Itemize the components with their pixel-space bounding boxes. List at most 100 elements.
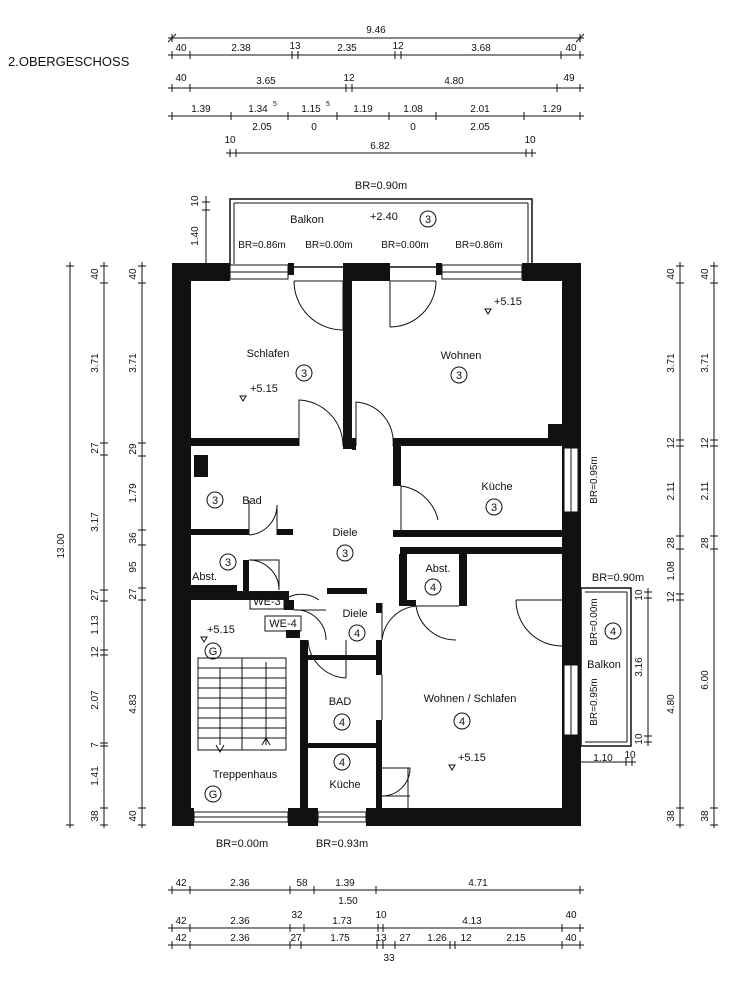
dim-b3-3: 1.75 bbox=[330, 933, 350, 944]
dim-r4t-1: 1.34 bbox=[248, 104, 268, 115]
dim-r2-2: 13 bbox=[289, 41, 301, 52]
kueche3-name: Küche bbox=[481, 481, 512, 493]
dim-b2-1: 2.36 bbox=[230, 916, 250, 927]
balkon-top-name: Balkon bbox=[290, 214, 324, 226]
kueche4-name: Küche bbox=[329, 779, 360, 791]
dim-ro-6: 38 bbox=[700, 810, 711, 822]
dim-ri-6: 12 bbox=[666, 591, 677, 603]
we4-label: WE-4 bbox=[269, 618, 297, 630]
dim-b2-6: 40 bbox=[565, 910, 577, 921]
dim-r3-1: 3.65 bbox=[256, 76, 276, 87]
br-086-right: BR=0.86m bbox=[455, 240, 503, 251]
abst4-name: Abst. bbox=[425, 563, 450, 575]
dim-ro-5: 6.00 bbox=[700, 670, 711, 690]
wohnen-level: +5.15 bbox=[494, 296, 522, 308]
dim-ri-1: 3.71 bbox=[666, 353, 677, 373]
bad-name: Bad bbox=[242, 495, 262, 507]
dim-b3b-0: 33 bbox=[383, 953, 395, 964]
dim-ri-7: 4.80 bbox=[666, 694, 677, 714]
dim-r4t-5: 2.01 bbox=[470, 104, 490, 115]
abst3-unit: 3 bbox=[225, 557, 231, 569]
dim-ri-5: 1.08 bbox=[666, 561, 677, 581]
dim-li-2: 29 bbox=[128, 443, 139, 455]
dim-li-4: 36 bbox=[128, 532, 139, 544]
dim-r5-2: 10 bbox=[524, 135, 536, 146]
dim-ri-2: 12 bbox=[666, 437, 677, 449]
dim-lo-5: 1.13 bbox=[90, 615, 101, 635]
bad4-name: BAD bbox=[329, 696, 352, 708]
wohnen-unit: 3 bbox=[456, 370, 462, 382]
dim-ro-3: 2.11 bbox=[700, 481, 711, 500]
schlafen-level: +5.15 bbox=[250, 383, 278, 395]
dim-b1b-0: 1.50 bbox=[338, 896, 358, 907]
room-labels: Schlafen 3 +5.15 Wohnen 3 +5.15 3 Bad Kü… bbox=[192, 296, 522, 850]
dim-lo-6: 12 bbox=[90, 646, 101, 658]
dim-lo-2: 27 bbox=[90, 442, 101, 454]
br-bottom-left: BR=0.00m bbox=[216, 838, 268, 850]
dim-ri-4: 28 bbox=[666, 537, 677, 549]
dim-b3-7: 12 bbox=[460, 933, 472, 944]
dim-lo-1: 3.71 bbox=[90, 353, 101, 373]
br-bottom-mid: BR=0.93m bbox=[316, 838, 368, 850]
bottom-dimensions: 42 2.36 58 1.39 4.71 1.50 42 2.36 32 1.7… bbox=[168, 878, 584, 964]
dim-b3-5: 27 bbox=[399, 933, 411, 944]
diele3-name: Diele bbox=[332, 527, 357, 539]
dim-r2-5: 3.68 bbox=[471, 43, 491, 54]
dim-lo-10: 38 bbox=[90, 810, 101, 822]
dim-b3-1: 2.36 bbox=[230, 933, 250, 944]
dim-rb-1: 3.16 bbox=[634, 657, 645, 677]
balkon-top-unit: 3 bbox=[425, 214, 431, 226]
dim-r4b-3: 2.05 bbox=[470, 122, 490, 133]
dim-rbb-0: 1.10 bbox=[593, 753, 613, 764]
staircase bbox=[197, 657, 287, 754]
dim-lo-4: 27 bbox=[90, 589, 101, 601]
dim-b2-3: 1.73 bbox=[332, 916, 352, 927]
dim-r4b-2: 0 bbox=[410, 122, 416, 133]
dim-b2-0: 42 bbox=[175, 916, 187, 927]
dim-r3-0: 40 bbox=[175, 73, 187, 84]
we3-label: WE-3 bbox=[253, 596, 281, 608]
dim-balkon-1: 1.40 bbox=[190, 226, 201, 246]
wohnen-name: Wohnen bbox=[441, 350, 482, 362]
dim-rb-0: 10 bbox=[634, 589, 645, 601]
balkon4-unit: 4 bbox=[610, 626, 616, 638]
kueche4-unit: 4 bbox=[339, 757, 345, 769]
diele3-unit: 3 bbox=[342, 548, 348, 560]
dim-ro-1: 3.71 bbox=[700, 353, 711, 373]
dim-li-3: 1.79 bbox=[128, 483, 139, 503]
dim-b3-8: 2.15 bbox=[506, 933, 526, 944]
dim-r4b-1: 0 bbox=[311, 122, 317, 133]
right-dimensions: 40 3.71 12 2.11 28 1.08 12 4.80 38 40 3.… bbox=[580, 262, 718, 828]
dim-lo-9: 1.41 bbox=[90, 766, 101, 786]
dim-b2-4: 10 bbox=[375, 910, 387, 921]
dim-lo-0: 40 bbox=[90, 268, 101, 280]
floor-title: 2.OBERGESCHOSS bbox=[8, 54, 130, 69]
treppe-level: +5.15 bbox=[207, 624, 235, 636]
dim-b3-6: 1.26 bbox=[427, 933, 447, 944]
dim-r4t-4: 1.08 bbox=[403, 104, 423, 115]
treppe-unit-top: G bbox=[209, 646, 218, 658]
br-balkon-right: BR=0.90m bbox=[592, 572, 644, 584]
dim-total-width: 9.46 bbox=[366, 25, 386, 36]
wohnschlaf-level: +5.15 bbox=[458, 752, 486, 764]
kueche3-unit: 3 bbox=[491, 502, 497, 514]
dim-li-1: 3.71 bbox=[128, 353, 139, 373]
bad4-unit: 4 bbox=[339, 717, 345, 729]
dim-b1-0: 42 bbox=[175, 878, 187, 889]
schlafen-unit: 3 bbox=[301, 368, 307, 380]
dim-r2-1: 2.38 bbox=[231, 43, 251, 54]
dim-r2-0: 40 bbox=[175, 43, 187, 54]
dim-b3-9: 40 bbox=[565, 933, 577, 944]
dim-left-total: 13.00 bbox=[56, 533, 67, 558]
schlafen-name: Schlafen bbox=[247, 348, 290, 360]
diele4-name: Diele bbox=[342, 608, 367, 620]
balkon-top-level: +2.40 bbox=[370, 211, 398, 223]
dim-li-6: 27 bbox=[128, 588, 139, 600]
dim-r4b-0: 2.05 bbox=[252, 122, 272, 133]
treppe-name: Treppenhaus bbox=[213, 769, 278, 781]
dim-b3-4: 13 bbox=[375, 933, 387, 944]
dim-balkon-0: 10 bbox=[190, 195, 201, 207]
dim-r3-3: 4.80 bbox=[444, 76, 464, 87]
dim-r3-4: 49 bbox=[563, 73, 575, 84]
dim-r2-6: 40 bbox=[565, 43, 577, 54]
